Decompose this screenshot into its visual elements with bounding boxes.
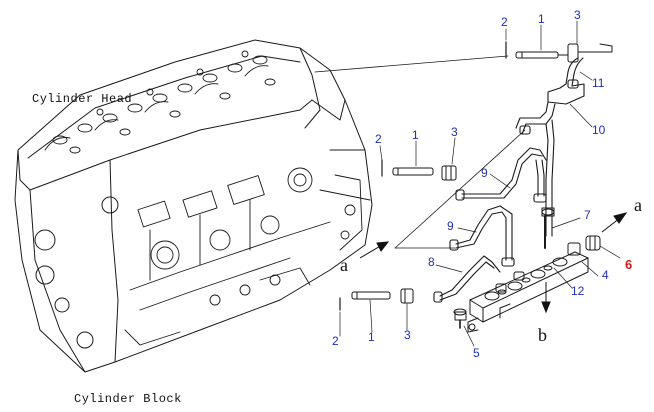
callout-part-9-lower: 9 — [447, 219, 454, 233]
callout-part-1-top: 1 — [538, 12, 545, 26]
cylinder-head-caption: Cylinder Head — [32, 92, 133, 106]
injector-set-middle — [381, 159, 457, 181]
callout-part-3-bottom: 3 — [404, 328, 411, 342]
callout-part-12: 12 — [571, 284, 585, 298]
callout-part-7: 7 — [584, 208, 591, 222]
callout-part-6: 6 — [625, 257, 633, 272]
callout-part-3-middle: 3 — [451, 125, 458, 139]
callout-part-9-upper: 9 — [481, 166, 488, 180]
callout-part-2-middle: 2 — [375, 132, 382, 146]
callout-part-10: 10 — [592, 123, 606, 137]
direction-a-right-label: a — [634, 195, 642, 215]
injector-set-top — [505, 41, 613, 63]
callout-part-11: 11 — [592, 76, 605, 90]
injector-set-bottom — [339, 288, 414, 311]
callout-part-2-bottom: 2 — [332, 334, 339, 348]
callout-part-8: 8 — [428, 255, 435, 269]
callout-part-1-bottom: 1 — [368, 330, 375, 344]
callout-leaders — [339, 20, 621, 347]
callout-part-4: 4 — [602, 268, 609, 282]
direction-b-label: b — [538, 325, 547, 345]
direction-arrows — [359, 212, 628, 314]
common-rail-assembly — [453, 207, 601, 333]
engine-block-illustration — [14, 39, 373, 373]
callout-part-5: 5 — [473, 346, 480, 360]
callout-part-2-top: 2 — [501, 15, 508, 29]
direction-a-left-label: a — [340, 255, 348, 275]
cylinder-block-caption: Cylinder Block — [74, 392, 182, 406]
callout-part-3-top: 3 — [574, 8, 581, 22]
injection-pipes — [433, 57, 585, 303]
callout-part-1-middle: 1 — [412, 128, 419, 142]
